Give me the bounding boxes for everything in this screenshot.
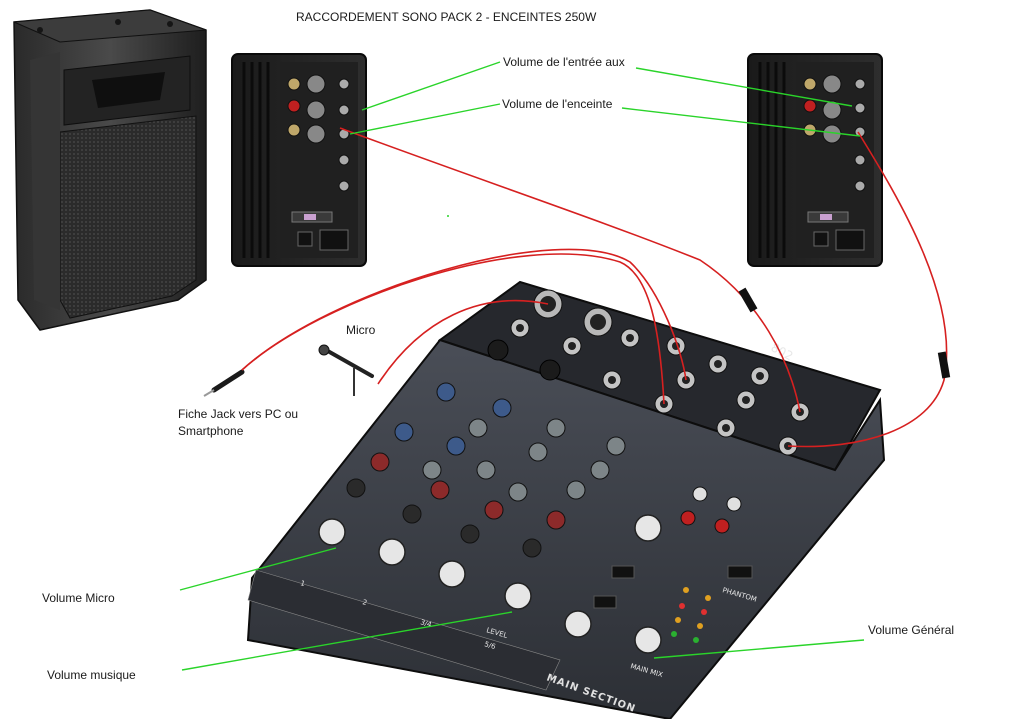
cable-micro-to-xlr (377, 299, 549, 385)
label-micro: Micro (346, 323, 376, 337)
speaker-front (13, 9, 207, 331)
label-jack-line1: Fiche Jack vers PC ou (178, 407, 298, 421)
mixer: 1 2 3/4 5/6 LEVEL MAIN MIX PHANTOM MAIN … (246, 280, 886, 719)
label-volume-micro: Volume Micro (42, 591, 115, 605)
channel-label-5-6: 5/6 (483, 640, 497, 651)
jack-plug (203, 369, 245, 397)
diagram-title: RACCORDEMENT SONO PACK 2 - ENCEINTES 250… (296, 10, 597, 24)
label-speaker-volume: Volume de l'enceinte (502, 97, 613, 111)
microphone (318, 344, 374, 396)
channel-label-2: 2 (361, 598, 368, 607)
label-jack-line2: Smartphone (178, 424, 244, 438)
channel-label-3-4: 3/4 (419, 618, 433, 629)
cable-right-speaker (787, 131, 948, 448)
cable-jack-to-mixer-2 (241, 248, 687, 381)
channel-label-1: 1 (299, 579, 306, 588)
annotation-lines (179, 61, 865, 671)
cable-connector-left (738, 287, 758, 313)
label-volume-general: Volume Général (868, 623, 954, 637)
cables (241, 127, 948, 448)
mixer-knobs (318, 382, 662, 654)
cable-connector-right (937, 351, 951, 379)
cable-left-speaker (339, 127, 801, 413)
speaker-rear-right (747, 53, 883, 267)
label-volume-musique: Volume musique (47, 668, 136, 682)
speaker-rear-left (231, 53, 367, 267)
label-aux-volume: Volume de l'entrée aux (503, 55, 625, 69)
